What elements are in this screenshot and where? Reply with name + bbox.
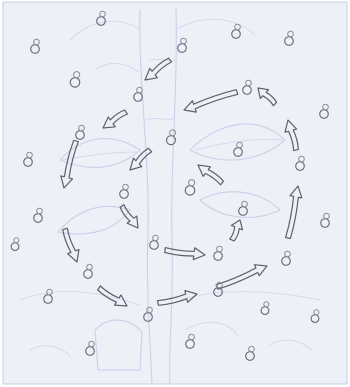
paper-background <box>3 2 347 384</box>
